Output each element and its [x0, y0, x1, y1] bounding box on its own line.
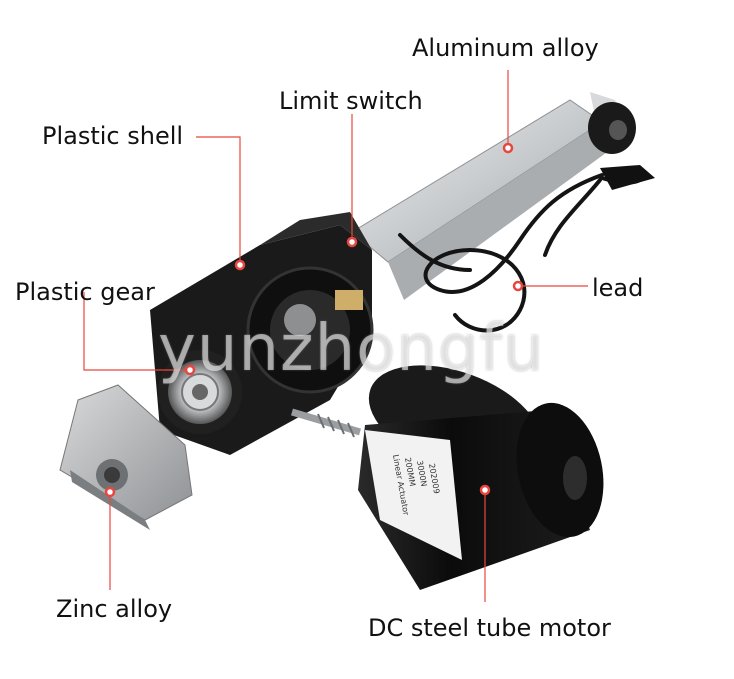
motor-sticker-text: Linear Actuator 200MM 3000N 202009 [391, 454, 441, 517]
leader-plastic-shell [196, 136, 241, 265]
zinc-alloy-bracket [59, 384, 193, 530]
label-plastic-gear: Plastic gear [15, 278, 155, 306]
label-dc-motor: DC steel tube motor [368, 614, 611, 642]
label-lead: lead [592, 274, 644, 302]
label-limit-switch: Limit switch [279, 87, 423, 115]
dot-zinc [104, 486, 116, 498]
leader-plastic-gear [83, 292, 190, 371]
dot-limit-switch [346, 236, 358, 248]
label-aluminum-alloy: Aluminum alloy [412, 34, 599, 62]
label-zinc-alloy: Zinc alloy [56, 595, 173, 623]
leader-lines [83, 70, 588, 602]
dot-lead [512, 280, 524, 292]
marker-dots [104, 142, 524, 498]
dot-plastic-gear [184, 364, 196, 376]
dot-plastic-shell [234, 259, 246, 271]
dot-aluminum [502, 142, 514, 154]
dot-motor [479, 484, 491, 496]
watermark: yunzhongfu [158, 312, 545, 386]
plug [600, 165, 655, 190]
dc-motor [291, 365, 604, 590]
label-plastic-shell: Plastic shell [42, 122, 184, 150]
plastic-gear [158, 350, 242, 434]
